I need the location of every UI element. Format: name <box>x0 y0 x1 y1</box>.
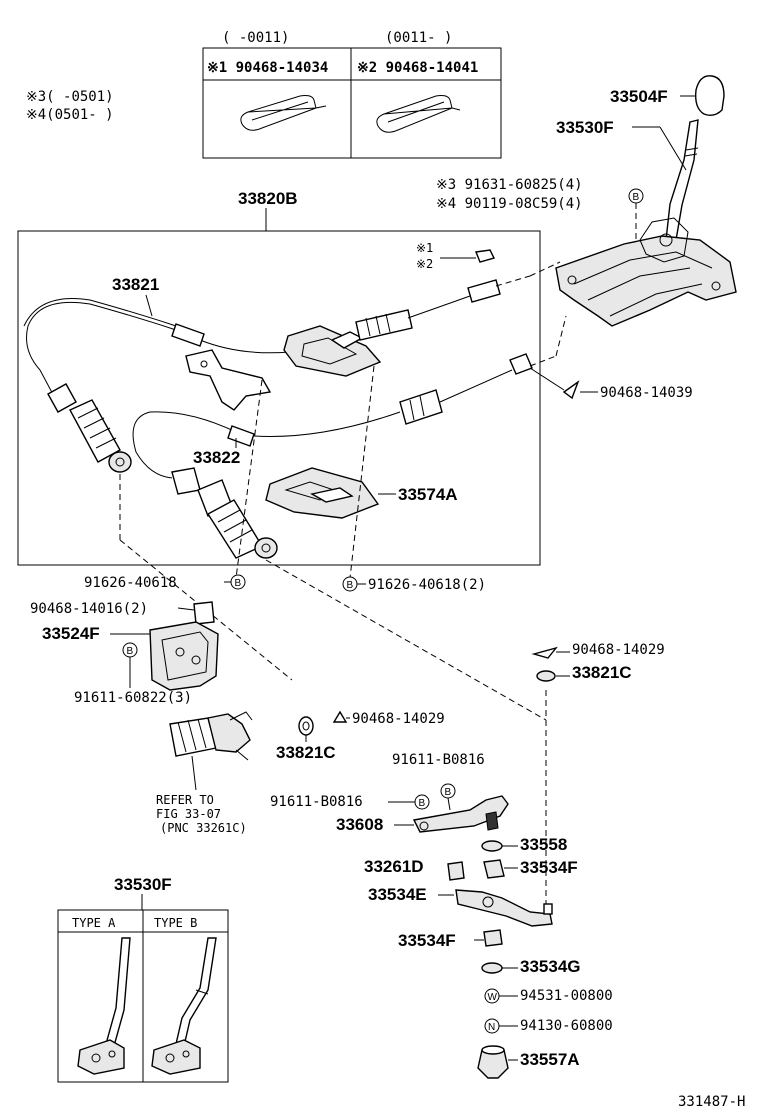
bracket-33524f <box>149 621 219 691</box>
label-33820b: 33820B <box>238 189 298 208</box>
label-90468-14039: 90468-14039 <box>600 385 693 401</box>
label-33530f-bottom: 33530F <box>114 875 172 894</box>
label-91611-b0816-top: 91611-B0816 <box>392 752 485 768</box>
variant-col2-part: ※2 90468-14041 <box>357 60 478 76</box>
washer-33821c-left <box>298 716 314 736</box>
badge-b-91611-b0816-left: B <box>414 794 430 810</box>
label-33557a: 33557A <box>520 1050 580 1069</box>
label-33608: 33608 <box>336 815 383 834</box>
badge-b-top: B <box>628 188 644 204</box>
badge-b-91626-right: B <box>342 576 358 592</box>
svg-text:B: B <box>445 787 452 798</box>
lever-type-b <box>175 937 217 1047</box>
cable-33821 <box>23 275 531 473</box>
label-91611-60822: 91611-60822(3) <box>74 690 192 706</box>
shift-lever-assembly <box>555 75 737 327</box>
badge-b-91611-60822: B <box>122 642 138 658</box>
variant-col2-header: (0011- ) <box>385 30 452 46</box>
svg-text:B: B <box>419 798 426 809</box>
clip-1-drawing <box>240 95 327 131</box>
label-refer-2: FIG 33-07 <box>156 807 221 821</box>
label-94531: 94531-00800 <box>520 988 613 1004</box>
label-33530f-top: 33530F <box>556 118 614 137</box>
label-33534g: 33534G <box>520 957 581 976</box>
part-33558 <box>481 840 503 852</box>
label-90468-14029-right: 90468-14029 <box>572 642 665 658</box>
label-33534f-lower: 33534F <box>398 931 456 950</box>
badge-b-91626-left: B <box>230 574 246 590</box>
lever-type-a <box>105 937 131 1047</box>
label-33524f: 33524F <box>42 624 100 643</box>
badge-w: W <box>484 988 500 1004</box>
label-33574a: 33574A <box>398 485 458 504</box>
svg-text:N: N <box>488 1022 495 1033</box>
label-type-b: TYPE B <box>154 916 197 930</box>
clip-2-drawing <box>376 95 461 133</box>
label-33821c-right: 33821C <box>572 663 632 682</box>
label-91611-b0816-left: 91611-B0816 <box>270 794 363 810</box>
svg-text:W: W <box>488 992 498 1003</box>
label-33821c-left: 33821C <box>276 743 336 762</box>
transmission-shaft <box>169 711 253 761</box>
badge-n: N <box>484 1018 500 1034</box>
svg-text:B: B <box>127 646 134 657</box>
shift-knob <box>694 75 725 117</box>
label-type-a: TYPE A <box>72 916 116 930</box>
label-91631: ※3 91631-60825(4) <box>436 177 583 193</box>
part-33534g <box>481 962 503 974</box>
label-90468-14029-left: 90468-14029 <box>352 711 445 727</box>
part-33261d <box>447 861 465 881</box>
label-33822: 33822 <box>193 448 240 467</box>
variant-col1-part: ※1 90468-14034 <box>207 60 328 76</box>
svg-text:B: B <box>633 192 640 203</box>
label-33558: 33558 <box>520 835 567 854</box>
svg-text:B: B <box>347 580 354 591</box>
variant-box: ( -0011) (0011- ) ※1 90468-14034 ※2 9046… <box>202 30 502 159</box>
figure-id: 331487-H <box>678 1094 745 1110</box>
shift-lever-base <box>555 235 737 327</box>
label-91626-right: 91626-40618(2) <box>368 577 486 593</box>
note-4: ※4(0501- ) <box>26 107 114 123</box>
cable-assembly-box <box>17 230 541 566</box>
label-refer-1: REFER TO <box>156 793 214 807</box>
label-33504f: 33504F <box>610 87 668 106</box>
cable-33822 <box>132 353 557 559</box>
washer-33821c-right <box>536 670 556 682</box>
part-33534f-lower <box>483 929 503 947</box>
small-bracket <box>185 349 272 411</box>
note-3: ※3( -0501) <box>26 89 114 105</box>
lever-33534e <box>455 889 553 927</box>
part-33534f-upper <box>483 859 505 879</box>
label-33261d: 33261D <box>364 857 424 876</box>
label-star2: ※2 <box>416 257 433 271</box>
label-refer-3: (PNC 33261C) <box>160 821 247 835</box>
svg-text:B: B <box>235 578 242 589</box>
cable-bracket <box>283 325 382 377</box>
label-90119: ※4 90119-08C59(4) <box>436 196 583 212</box>
lever-33608 <box>412 795 509 833</box>
label-33534f-upper: 33534F <box>520 858 578 877</box>
badge-b-91611-b0816-top: B <box>440 783 456 799</box>
label-91626-left: 91626-40618 <box>84 575 177 591</box>
label-90468-14016: 90468-14016(2) <box>30 601 148 617</box>
label-33821: 33821 <box>112 275 159 294</box>
type-box: TYPE A TYPE B <box>57 909 229 1083</box>
label-94130: 94130-60800 <box>520 1018 613 1034</box>
label-33534e: 33534E <box>368 885 427 904</box>
label-star1: ※1 <box>416 241 433 255</box>
variant-col1-header: ( -0011) <box>222 30 289 46</box>
